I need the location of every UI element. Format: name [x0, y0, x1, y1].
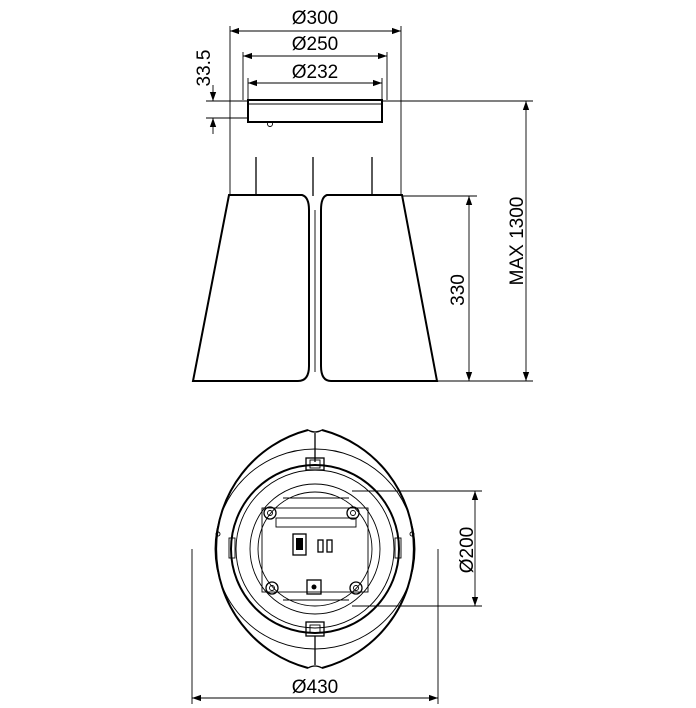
- dimension-label-300: Ø300: [292, 8, 338, 29]
- dimension-label-430: Ø430: [292, 677, 338, 698]
- dimension-label-33-5: 33.5: [194, 50, 215, 87]
- lamp-shade: [191, 194, 439, 382]
- dimension-diameter-200: Ø200: [352, 490, 482, 607]
- dimension-label-max-1300: MAX 1300: [507, 197, 528, 286]
- outer-shade: [214, 429, 416, 669]
- dimension-max-height: MAX 1300: [382, 100, 533, 382]
- mounting-screws: [263, 506, 363, 595]
- dimension-diameter-430: Ø430: [191, 549, 439, 704]
- suspension-cables: [255, 157, 373, 196]
- side-view: Ø300 Ø250 Ø232 33.5 3: [191, 8, 533, 382]
- dimension-shade-height: 330: [402, 195, 477, 382]
- dimension-label-250: Ø250: [292, 34, 338, 55]
- dimension-canopy-height: 33.5: [194, 50, 248, 134]
- dimension-diameter-250: Ø250: [242, 34, 388, 100]
- bottom-view: Ø200 Ø430: [191, 429, 482, 704]
- inner-housing: [230, 464, 400, 634]
- dimension-diameter-300: Ø300: [229, 8, 402, 196]
- dimension-label-330: 330: [448, 274, 469, 306]
- ceiling-canopy: [247, 99, 383, 127]
- mounting-clips: [215, 457, 415, 637]
- dimension-label-232: Ø232: [292, 62, 338, 83]
- dimension-diameter-232: Ø232: [247, 62, 383, 100]
- driver-box: [283, 497, 349, 601]
- dimension-label-200: Ø200: [457, 527, 478, 573]
